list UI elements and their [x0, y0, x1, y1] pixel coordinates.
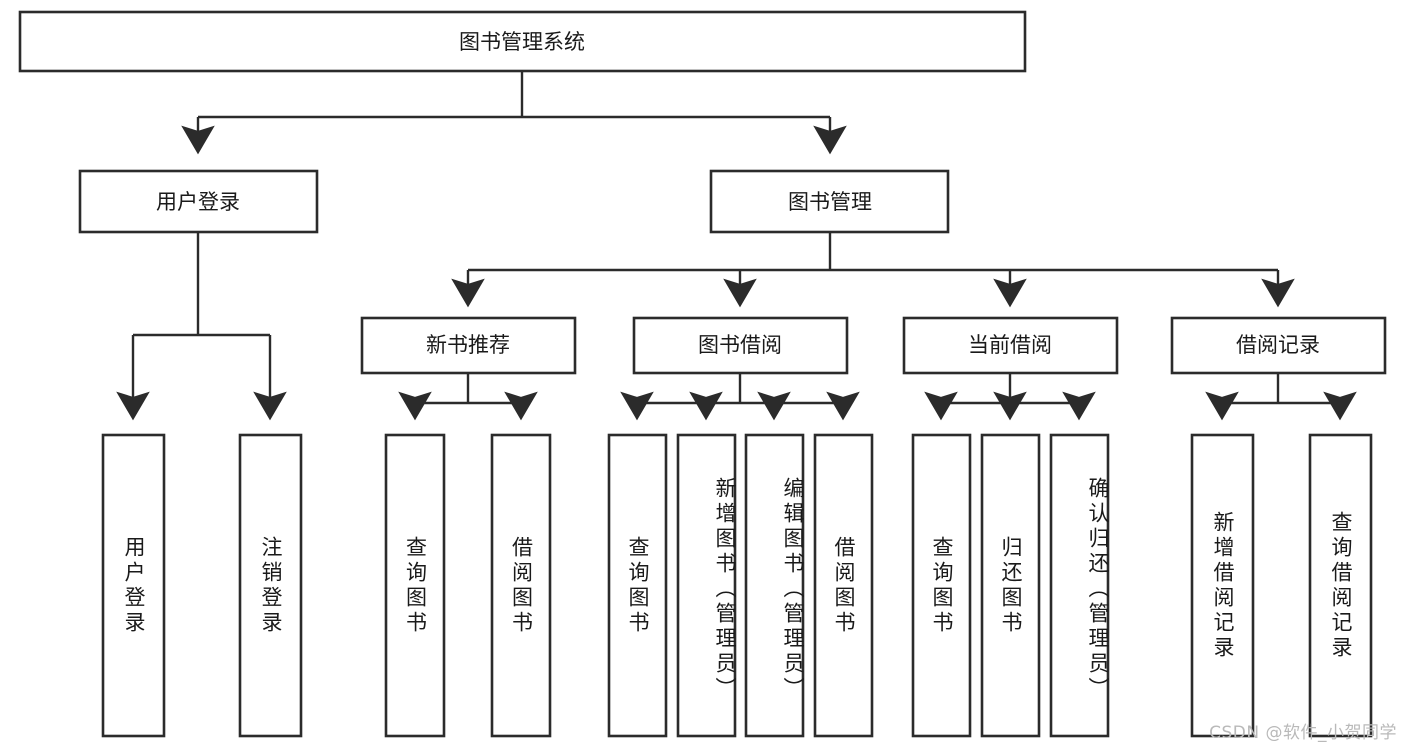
node-borrow-record-label: 借阅记录 — [1236, 333, 1320, 357]
node-current-borrow-label: 当前借阅 — [968, 333, 1052, 357]
leaf-user-login-1-box[interactable] — [238, 433, 303, 738]
leaf-new-book-0-box[interactable] — [384, 433, 446, 738]
leaf-current-borrow-2-box[interactable] — [1049, 433, 1110, 738]
leaf-book-borrow-0-box[interactable] — [607, 433, 668, 738]
node-book-borrow-box[interactable] — [632, 316, 849, 375]
node-root-box[interactable] — [18, 10, 1027, 73]
leaf-book-borrow-1-box[interactable] — [676, 433, 737, 738]
node-new-book-label: 新书推荐 — [426, 333, 510, 357]
node-layer: 图书管理系统 用户登录 图书管理 新书推荐 图书借阅 当前借阅 借阅记录 — [18, 10, 1387, 738]
node-user-login-label: 用户登录 — [156, 190, 240, 214]
node-book-borrow-label: 图书借阅 — [698, 333, 782, 357]
connector-layer — [116, 71, 1357, 421]
csdn-watermark: CSDN @软件_小贺同学 — [1209, 723, 1397, 743]
leaf-borrow-record-0-box[interactable] — [1190, 433, 1255, 738]
node-root-label: 图书管理系统 — [459, 30, 585, 54]
node-book-manage-box[interactable] — [709, 169, 950, 234]
node-user-login-box[interactable] — [78, 169, 319, 234]
node-book-manage-label: 图书管理 — [788, 190, 872, 214]
leaf-borrow-record-1-box[interactable] — [1308, 433, 1373, 738]
leaf-current-borrow-1-box[interactable] — [980, 433, 1041, 738]
node-current-borrow-box[interactable] — [902, 316, 1119, 375]
node-borrow-record-box[interactable] — [1170, 316, 1387, 375]
leaf-book-borrow-2-box[interactable] — [744, 433, 805, 738]
leaf-user-login-0-box[interactable] — [101, 433, 166, 738]
leaf-current-borrow-0-box[interactable] — [911, 433, 972, 738]
leaf-book-borrow-3-box[interactable] — [813, 433, 874, 738]
node-new-book-box[interactable] — [360, 316, 577, 375]
leaf-new-book-1-box[interactable] — [490, 433, 552, 738]
